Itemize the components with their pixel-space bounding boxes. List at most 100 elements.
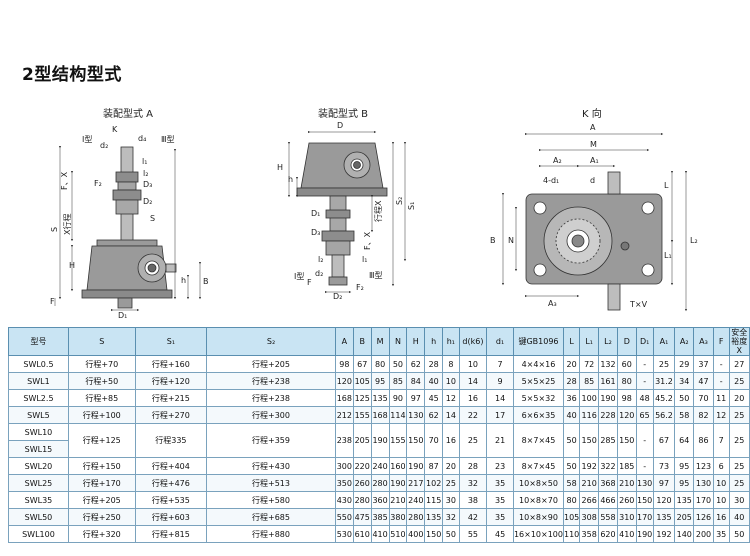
label-b-fx: F、X: [363, 231, 372, 250]
table-cell: -: [635, 457, 654, 475]
table-cell: -: [635, 355, 654, 373]
table-cell: 102: [424, 474, 444, 492]
table-cell: SWL1: [8, 372, 69, 390]
table-cell: SWL20: [8, 457, 69, 475]
table-cell: 行程+70: [67, 355, 136, 373]
table-cell: 10: [712, 491, 730, 509]
table-cell: 155: [388, 423, 408, 458]
table-cell: 行程+430: [206, 457, 336, 475]
column-header: S: [67, 327, 136, 356]
table-cell: 行程+404: [134, 457, 208, 475]
table-cell: SWL25: [8, 474, 69, 492]
table-cell: 40: [424, 372, 444, 390]
table-cell: 45: [486, 525, 514, 543]
table-cell: 22: [458, 406, 488, 424]
table-cell: 16: [712, 508, 730, 526]
table-cell: 行程+685: [206, 508, 336, 526]
table-cell: 98: [616, 389, 637, 407]
table-cell: 48: [635, 389, 654, 407]
table-cell: 466: [598, 491, 618, 509]
table-cell: 50: [562, 423, 581, 458]
label-k-l1: L₁: [664, 251, 672, 260]
table-cell: 116: [579, 406, 600, 424]
table-cell: 行程+880: [206, 525, 336, 543]
table-cell: 67: [652, 423, 676, 458]
technical-drawings: K Ⅰ型 Ⅲ型 d₂ d₄ l₁ F、X l₂ D₃ F₂ D₂ S X行程 S…: [50, 121, 698, 320]
table-cell: 28: [424, 355, 444, 373]
table-cell: 7: [486, 355, 514, 373]
table-cell: 行程+320: [67, 525, 136, 543]
labels-k-view: A M A₂ A₁ 4-d₁ d L B N L₁ L₂ A₃ T×V: [490, 123, 698, 309]
label-a-d2: d₂: [100, 141, 108, 150]
label-a-h: H: [69, 261, 75, 270]
table-cell: 25: [728, 423, 750, 458]
table-cell: 610: [352, 525, 372, 543]
table-cell: 行程+513: [206, 474, 336, 492]
table-cell: 行程+359: [206, 423, 336, 458]
table-cell: 85: [388, 372, 408, 390]
table-cell: 260: [352, 474, 372, 492]
table-cell: 238: [334, 423, 354, 458]
label-b-h: H: [277, 163, 283, 172]
table-cell: SWL15: [8, 440, 69, 458]
table-cell: 行程+205: [206, 355, 336, 373]
table-cell: 228: [598, 406, 618, 424]
table-cell: 350: [334, 474, 354, 492]
label-a-b: B: [203, 277, 209, 286]
column-header: M: [370, 327, 390, 356]
label-a-type3: Ⅲ型: [161, 135, 175, 144]
table-cell: -: [712, 355, 730, 373]
table-cell: 410: [616, 525, 637, 543]
table-cell: 65: [635, 406, 654, 424]
label-k-a: A: [590, 123, 596, 132]
label-k-m: M: [590, 140, 597, 149]
table-cell: 行程+580: [206, 491, 336, 509]
table-cell: 25: [652, 355, 676, 373]
label-a-xstroke: X行程: [62, 214, 72, 235]
label-b-l2: l₂: [318, 255, 323, 264]
table-cell: 80: [370, 355, 390, 373]
label-k-a1: A₁: [590, 156, 599, 165]
table-cell: 55: [458, 525, 488, 543]
table-cell: 260: [616, 491, 637, 509]
table-cell: 16×10×100: [512, 525, 565, 543]
label-a-d2b: D₂: [143, 197, 152, 206]
table-cell: 40: [728, 508, 750, 526]
table-cell: 160: [388, 457, 408, 475]
table-cell: 6: [712, 457, 730, 475]
table-cell: -: [635, 372, 654, 390]
table-cell: 35: [486, 474, 514, 492]
column-header: A₁: [652, 327, 676, 356]
table-cell: 行程+125: [67, 423, 136, 458]
table-cell: 31.2: [652, 372, 676, 390]
table-cell: SWL0.5: [8, 355, 69, 373]
table-cell: 150: [406, 423, 426, 458]
label-a-f2: F₂: [94, 179, 102, 188]
table-cell: 170: [693, 491, 714, 509]
table-cell: 14: [458, 372, 488, 390]
table-cell: SWL5: [8, 406, 69, 424]
table-cell: 280: [352, 491, 372, 509]
table-cell: 368: [598, 474, 618, 492]
table-cell: 8: [442, 355, 460, 373]
table-cell: 190: [598, 389, 618, 407]
label-b-d: D: [337, 121, 343, 130]
table-cell: 16: [442, 423, 460, 458]
table-cell: -: [635, 423, 654, 458]
table-cell: 35: [486, 508, 514, 526]
label-b-f2: F₂: [356, 283, 364, 292]
table-cell: 475: [352, 508, 372, 526]
table-cell: 205: [352, 423, 372, 458]
table-cell: 12: [712, 406, 730, 424]
table-cell: 185: [616, 457, 637, 475]
table-cell: 82: [693, 406, 714, 424]
table-cell: 50: [442, 525, 460, 543]
table-cell: 266: [579, 491, 600, 509]
table-cell: 308: [579, 508, 600, 526]
table-cell: 行程+270: [134, 406, 208, 424]
